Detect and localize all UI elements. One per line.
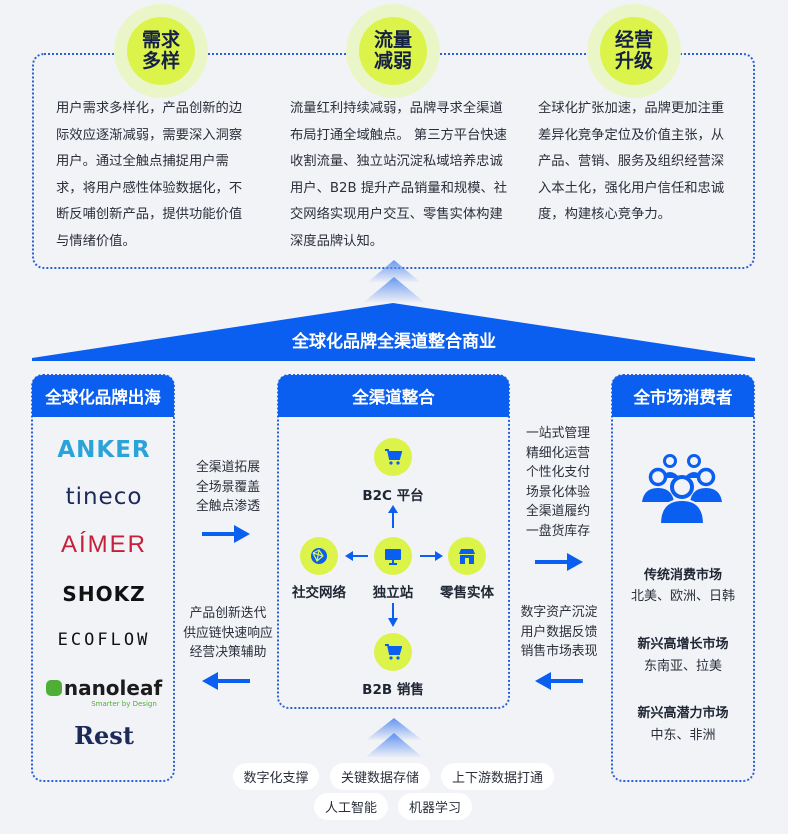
node-independent-site <box>374 537 412 575</box>
badge-label: 经营升级 <box>614 29 653 72</box>
double-chevron-up-icon <box>364 260 424 302</box>
badge-demand-diversity: 需求多样 <box>114 4 208 98</box>
node-label-retail: 零售实体 <box>440 585 494 601</box>
node-b2b-sales <box>374 633 412 671</box>
brand-logo-tineco: tineco <box>65 484 143 510</box>
node-b2c-platform <box>374 438 412 476</box>
pillar-text-operation: 全球化扩张加速，品牌更加注重差异化竞争定位及价值主张，从产品、营销、服务及组织经… <box>538 101 725 222</box>
globe-network-icon <box>311 548 327 564</box>
capability-pill: 关键数据存储 <box>330 763 430 790</box>
node-social-network <box>300 537 338 575</box>
badge-traffic-decline: 流量减弱 <box>346 4 440 98</box>
shopping-cart-icon <box>385 449 402 465</box>
arrow-down-icon <box>388 603 398 627</box>
brand-logo-shokz: SHOKZ <box>62 582 146 606</box>
right-forward-text: 一站式管理 精细化运营 个性化支付 场景化体验 全渠道履约 一盘货库存 <box>526 426 590 539</box>
badge-label: 需求多样 <box>141 29 180 72</box>
shopping-cart-icon <box>385 644 402 660</box>
node-label-independent-site: 独立站 <box>372 585 414 601</box>
storefront-icon <box>459 548 475 564</box>
node-label-b2c: B2C 平台 <box>362 488 424 504</box>
brand-logo-anker: ANKER <box>57 437 151 463</box>
capability-pill: 机器学习 <box>398 793 472 820</box>
monitor-icon <box>385 548 401 565</box>
pillar-text-traffic: 流量红利持续减弱，品牌寻求全渠道布局打通全域触点。 第三方平台快速收割流量、独立… <box>290 101 508 249</box>
left-forward-text: 全渠道拓展 全场景覆盖 全触点渗透 <box>196 460 260 514</box>
users-group-icon <box>642 454 722 525</box>
brand-logo-ecoflow: ECOFLOW <box>57 630 151 650</box>
market-regions-high-growth: 东南亚、拉美 <box>643 659 722 674</box>
arrow-left-icon <box>202 672 250 690</box>
brand-logo-rest: Rest <box>74 721 134 750</box>
nanoleaf-mark-icon <box>45 680 62 696</box>
omnichannel-column-header: 全渠道整合 <box>278 375 509 417</box>
pillar-text-demand: 用户需求多样化，产品创新的边际效应逐渐减弱，需要深入洞察用户。通过全触点捕捉用户… <box>56 101 243 249</box>
market-title-high-potential: 新兴高潜力市场 <box>637 706 729 721</box>
arrow-left-icon <box>535 672 583 690</box>
market-title-high-growth: 新兴高增长市场 <box>637 637 729 652</box>
capability-pill: 人工智能 <box>314 793 388 820</box>
roof-title: 全球化品牌全渠道整合商业 <box>292 332 496 352</box>
node-label-b2b: B2B 销售 <box>362 682 424 698</box>
brands-column-header: 全球化品牌出海 <box>32 375 174 417</box>
arrow-right-icon <box>202 525 250 543</box>
capability-pill: 上下游数据打通 <box>441 763 554 790</box>
brand-logo-aimer: AÍMER <box>60 531 147 558</box>
double-chevron-up-icon <box>366 718 422 757</box>
arrow-right-small-icon <box>420 551 443 561</box>
arrow-up-icon <box>388 505 398 528</box>
arrow-right-icon <box>535 553 583 571</box>
brand-logo-nanoleaf: nanoleaf Smarter by Design <box>34 676 174 708</box>
badge-label: 流量减弱 <box>373 29 412 72</box>
market-title-traditional: 传统消费市场 <box>643 568 722 583</box>
left-backward-text: 产品创新迭代 供应链快速响应 经营决策辅助 <box>183 606 273 660</box>
market-regions-high-potential: 中东、非洲 <box>650 728 716 743</box>
arrow-left-small-icon <box>345 551 368 561</box>
nanoleaf-tagline: Smarter by Design <box>91 700 157 708</box>
capability-pill: 数字化支撑 <box>233 763 319 790</box>
right-backward-text: 数字资产沉淀 用户数据反馈 销售市场表现 <box>520 605 598 659</box>
consumers-column-header: 全市场消费者 <box>612 375 754 417</box>
roof-banner <box>32 303 755 361</box>
badge-operation-upgrade: 经营升级 <box>587 4 681 98</box>
node-retail-store <box>448 537 486 575</box>
market-regions-traditional: 北美、欧洲、日韩 <box>630 589 735 604</box>
node-label-social: 社交网络 <box>292 585 346 601</box>
